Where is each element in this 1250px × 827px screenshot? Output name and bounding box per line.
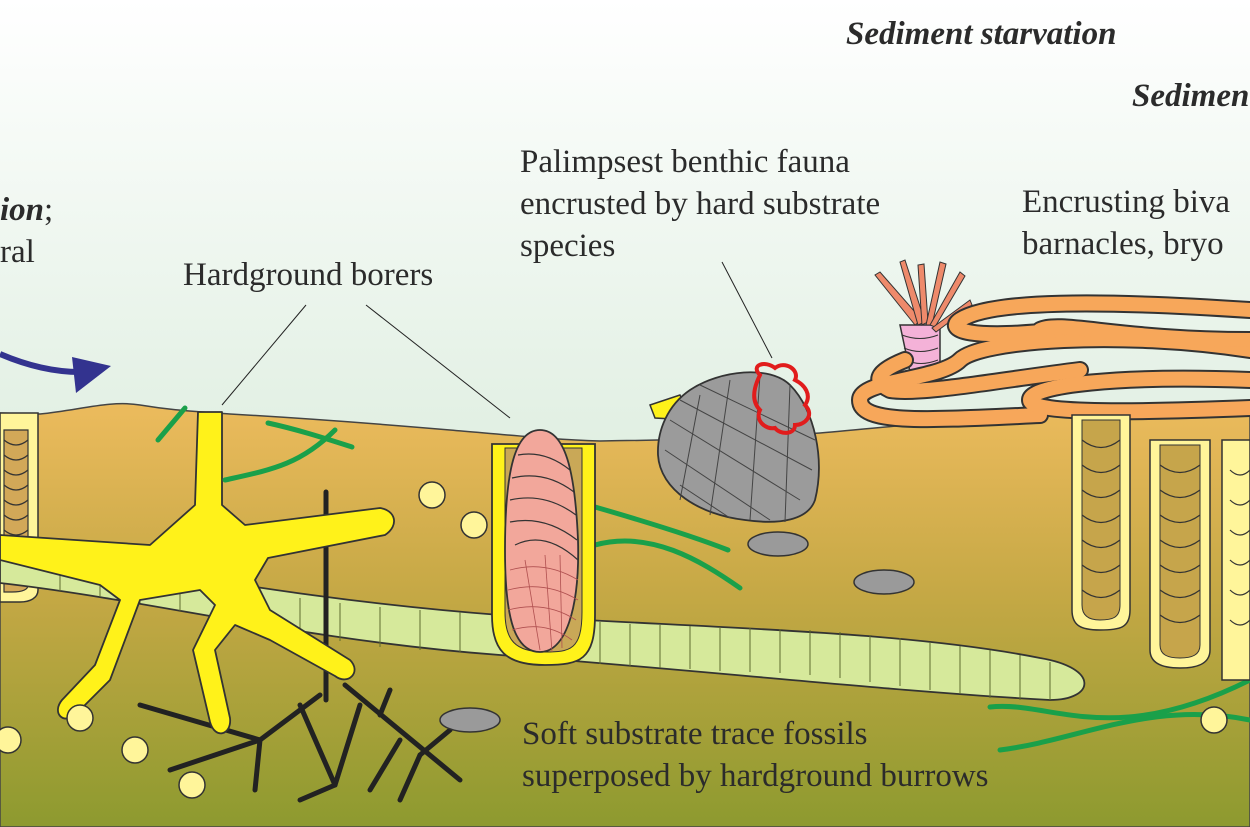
encrusting-tubes-fill [853, 296, 1250, 427]
label-left-italic: ion [0, 192, 45, 228]
label-encrusting-line1: Encrusting biva [1022, 184, 1231, 220]
grey-pebbles [439, 531, 915, 733]
label-palimpsest-line2: encrusted by hard substrate [520, 186, 881, 222]
pellets [0, 481, 1228, 799]
right-spreite-burrows [1071, 414, 1250, 681]
serpulid-tubes [752, 362, 812, 435]
label-left-semicolon: ; [44, 192, 54, 228]
label-palimpsest-line1: Palimpsest benthic fauna [520, 144, 850, 180]
bivalve-boring [491, 429, 596, 666]
label-palimpsest-line3: species [520, 228, 616, 264]
label-leaders [221, 261, 773, 419]
branching-trace-fossils [137, 489, 463, 803]
label-left-line2: ral [0, 234, 35, 270]
label-hardground-borers: Hardground borers [183, 257, 434, 293]
label-soft-line1: Soft substrate trace fossils [522, 716, 868, 752]
yellow-branching-borer [0, 411, 395, 735]
label-sediment-starvation: Sediment starvation [846, 16, 1117, 52]
label-left-line1: ion; [0, 190, 53, 231]
label-encrusting-line2: barnacles, bryo [1022, 226, 1224, 262]
label-soft-line2: superposed by hardground burrows [522, 758, 989, 794]
encrusted-shell [649, 362, 820, 523]
anemone [874, 259, 973, 373]
current-arrow [0, 351, 111, 393]
label-sediment-cut: Sedimen [1132, 78, 1250, 114]
